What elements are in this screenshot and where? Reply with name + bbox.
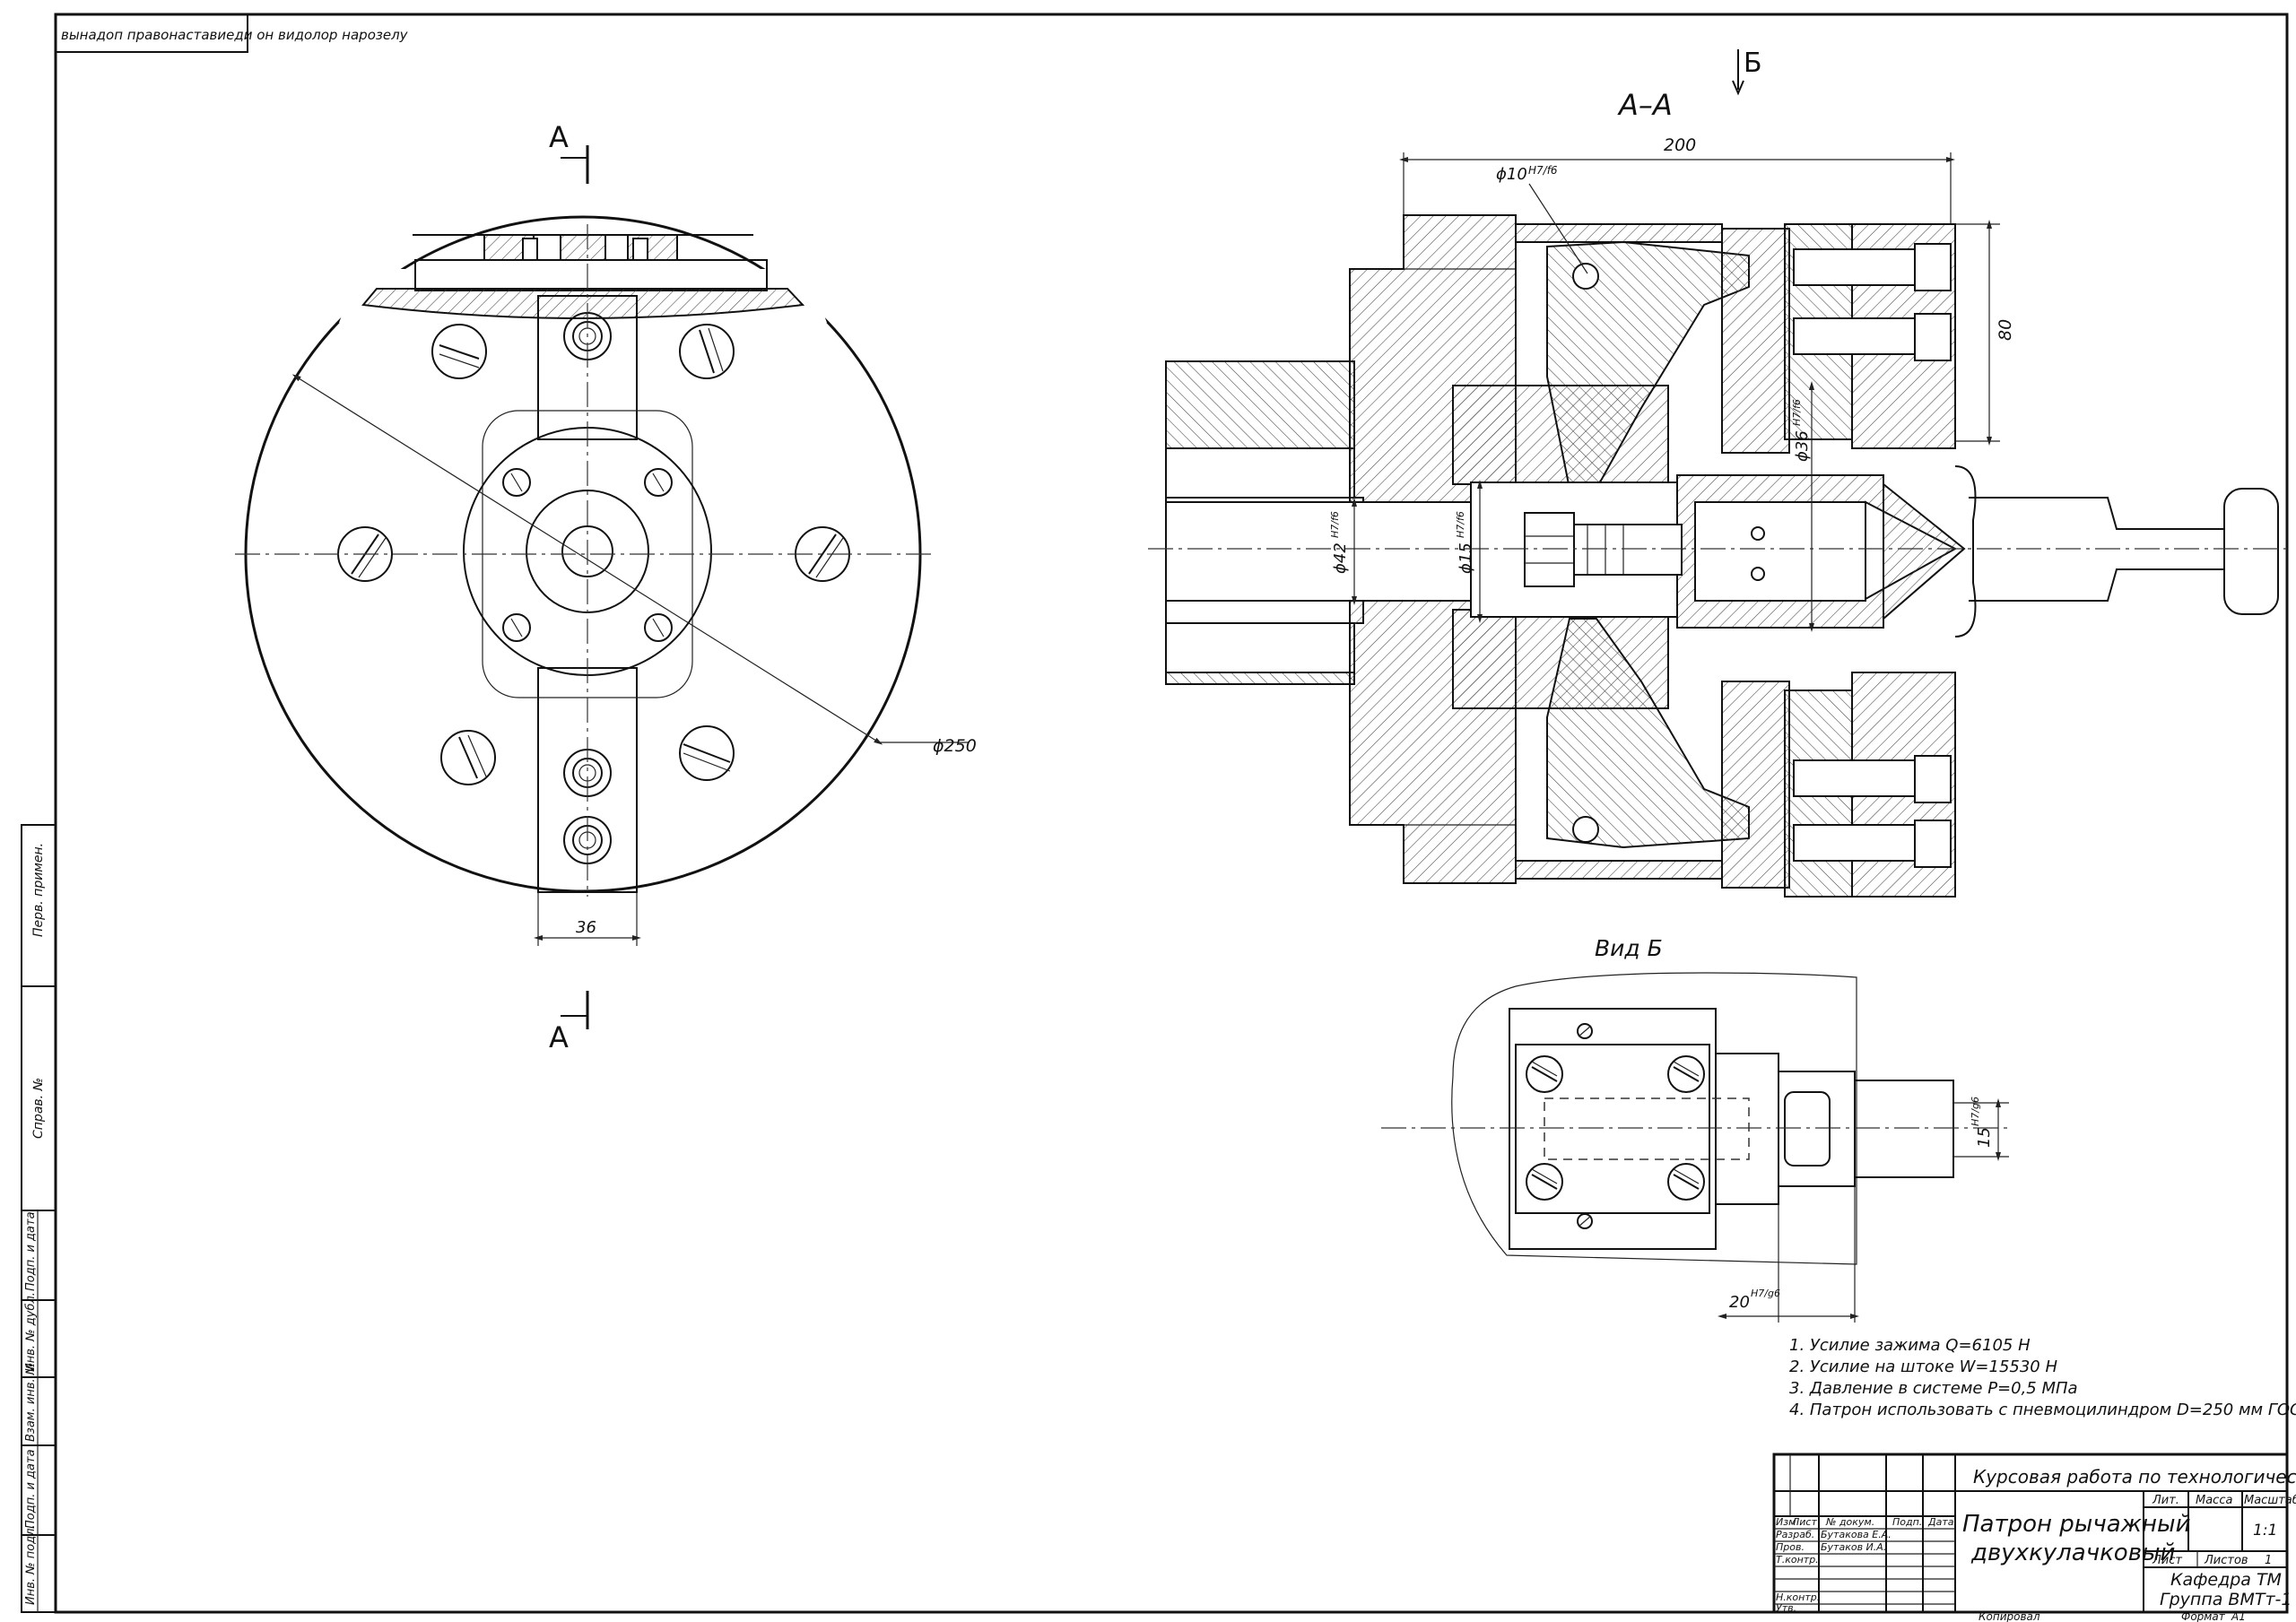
dim-d15-label: ϕ15 xyxy=(1457,542,1475,574)
dim-w15-fit: H7/g6 xyxy=(1970,1097,1981,1126)
strip-vzam-inv: Взам. инв. № xyxy=(24,1363,38,1442)
tb-project: Курсовая работа по технологической оснас… xyxy=(1973,1466,2296,1488)
tb-utv-role: Утв. xyxy=(1776,1602,1796,1614)
dim-w36-label: 36 xyxy=(576,918,596,937)
strip-sprav: Справ. № xyxy=(31,1078,46,1139)
view-b xyxy=(1381,972,2009,1323)
dim-d36-label: ϕ36 xyxy=(1793,430,1812,462)
title-block xyxy=(1772,1453,2289,1614)
tb-razrab-name: Бутакова Е.А. xyxy=(1821,1529,1892,1540)
tb-hdr-ndokum: № докум. xyxy=(1825,1516,1874,1528)
dim-d15-fit: H7/f6 xyxy=(1455,511,1466,538)
tb-listov-label: Листов xyxy=(2204,1554,2248,1567)
tb-hdr-podp: Подп. xyxy=(1892,1516,1922,1528)
tb-massa: Масса xyxy=(2196,1494,2232,1507)
sheet-frame xyxy=(54,13,2289,1614)
tb-razrab-role: Разраб. xyxy=(1776,1529,1814,1540)
note-2: 2. Усилие на штоке W=15530 Н xyxy=(1789,1357,2057,1376)
dim-d250-label: ϕ250 xyxy=(933,736,977,756)
tb-list-label: Лист xyxy=(2152,1554,2182,1567)
dim-w20-label: 20 xyxy=(1729,1293,1750,1312)
section-title: А–А xyxy=(1617,88,1673,122)
dim-d10-fit: H7/f6 xyxy=(1528,164,1558,177)
section-mark-a-bottom: А xyxy=(549,1020,569,1054)
tb-hdr-list: Лист xyxy=(1791,1516,1817,1528)
note-1: 1. Усилие зажима Q=6105 Н xyxy=(1789,1336,2031,1355)
note-3: 3. Давление в системе P=0,5 МПа xyxy=(1789,1379,2078,1398)
top-stamp-text: вынадоп правонаставиеди он видолор нароз… xyxy=(61,27,409,43)
tb-dept: Кафедра ТМ xyxy=(2170,1570,2282,1590)
tb-name-line1: Патрон рычажный xyxy=(1962,1511,2190,1538)
tb-lit: Лит. xyxy=(2152,1494,2179,1507)
tb-scale-value: 1:1 xyxy=(2253,1522,2277,1540)
strip-podp-data-1: Подп. и дата xyxy=(24,1211,38,1291)
tb-listov-value: 1 xyxy=(2265,1554,2272,1567)
front-view xyxy=(235,145,969,1029)
strip-podp-data-2: Подп. и дата xyxy=(24,1449,38,1529)
tb-name-line2: двухкулачковый xyxy=(1970,1540,2175,1566)
tb-kopiroval: Копировал xyxy=(1979,1610,2040,1622)
section-view xyxy=(1148,49,2287,898)
tb-group: Группа ВМТт-1 xyxy=(2160,1590,2292,1609)
tb-prov-role: Пров. xyxy=(1776,1541,1805,1553)
strip-perv-primen: Перв. примен. xyxy=(31,843,46,937)
dim-d36-fit: H7/f6 xyxy=(1791,399,1803,426)
left-strip xyxy=(21,824,57,1613)
tb-masshtab: Масштаб xyxy=(2244,1494,2296,1507)
note-4: 4. Патрон использовать с пневмоцилиндром… xyxy=(1789,1401,2296,1419)
dim-d10-label: ϕ10 xyxy=(1496,165,1527,184)
dim-d42-fit: H7/f6 xyxy=(1329,511,1341,538)
view-b-title: Вид Б xyxy=(1595,935,1663,961)
dim-w20-fit: H7/g6 xyxy=(1751,1288,1780,1299)
section-mark-a-top: А xyxy=(549,120,569,154)
tb-prov-name: Бутаков И.А. xyxy=(1821,1541,1886,1553)
dim-h80-label: 80 xyxy=(1996,319,2015,341)
tb-hdr-izm: Изм xyxy=(1776,1516,1796,1528)
tb-tkontr-role: Т.контр. xyxy=(1776,1554,1819,1566)
tb-nkontr-role: Н.контр. xyxy=(1776,1592,1820,1603)
dim-w15-label: 15 xyxy=(1975,1127,1994,1148)
dim-l200-label: 200 xyxy=(1664,135,1696,155)
tb-hdr-data: Дата xyxy=(1927,1516,1954,1528)
tb-format: Формат xyxy=(2181,1610,2226,1622)
strip-inv-dubl: Инв. № дубл. xyxy=(24,1292,38,1372)
strip-inv-podl: Инв. № подл. xyxy=(24,1524,38,1605)
tb-format-value: А1 xyxy=(2231,1610,2246,1622)
dim-d42-label: ϕ42 xyxy=(1331,542,1350,574)
view-mark-b: Б xyxy=(1744,48,1762,79)
